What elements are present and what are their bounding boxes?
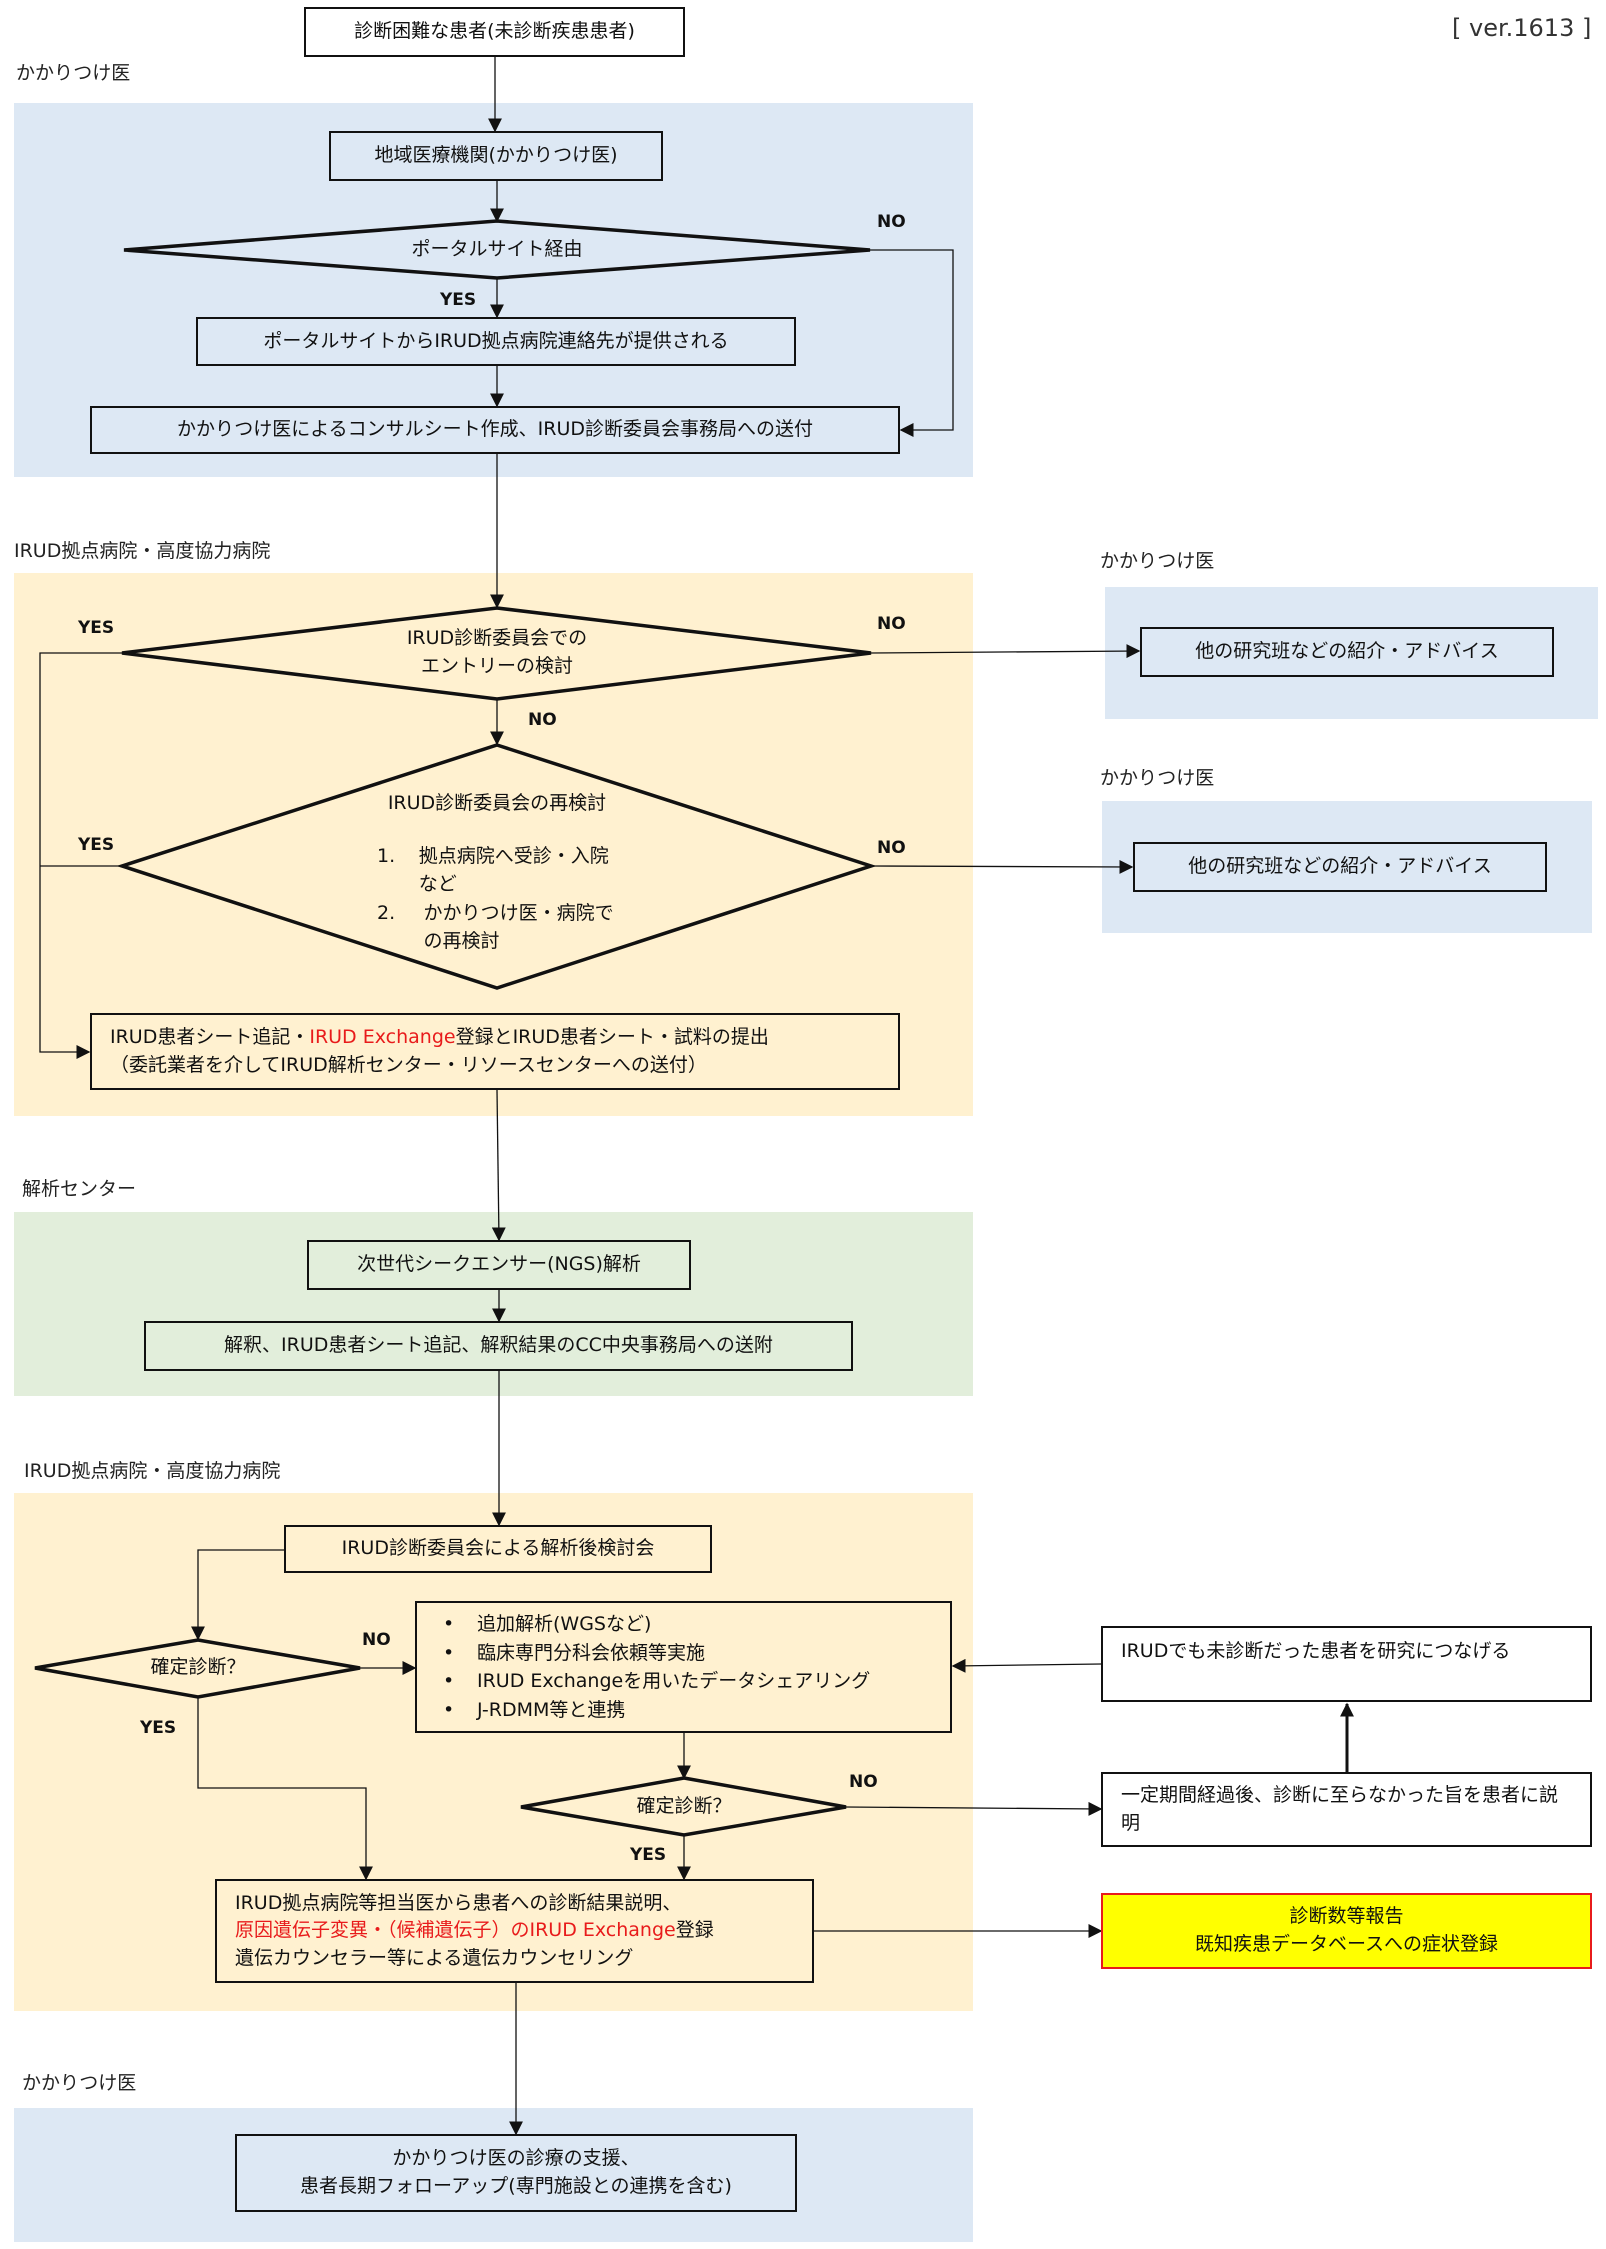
submit-line2: （委託業者を介してIRUD解析センター・リソースセンターへの送付） <box>110 1053 707 1076</box>
interpretation-box: 解釈、IRUD患者シート追記、解釈結果のCC中央事務局への送附 <box>144 1321 853 1371</box>
result-line1: IRUD拠点病院等担当医から患者への診断結果説明、 <box>235 1891 682 1914</box>
arrow-recheck-no-referral <box>870 859 1134 874</box>
arrow-research-to-additional <box>951 1658 1102 1673</box>
start-text: 診断困難な患者(未診断疾患患者) <box>354 20 635 43</box>
decision-recheck <box>116 743 877 990</box>
portal-provides-text: ポータルサイトからIRUD拠点病院連絡先が提供される <box>263 329 729 352</box>
decision-diagnosis-2 <box>520 1776 847 1837</box>
additional-actions-list: 追加解析(WGSなど) 臨床専門分科会依頼等実施 IRUD Exchangeを用… <box>435 1610 870 1724</box>
additional-actions-box: 追加解析(WGSなど) 臨床専門分科会依頼等実施 IRUD Exchangeを用… <box>415 1601 952 1733</box>
lane-label-irud-hospital-1: IRUD拠点病院・高度協力病院 <box>14 540 271 562</box>
version-label: [ ver.1613 ] <box>1452 14 1592 42</box>
portal-decision-label: ポータルサイト経由 <box>411 238 583 261</box>
entry-no-down-label: NO <box>528 710 557 730</box>
arrow-diag1-yes <box>197 1697 373 1881</box>
lane-label-kakaritsuke-top: かかりつけ医 <box>16 62 131 84</box>
result-line2: 原因遺伝子変異・（候補遺伝子）のIRUD Exchange登録 <box>235 1919 714 1942</box>
arrow-entry-yes <box>39 652 122 1059</box>
gene-registration-highlight: 原因遺伝子変異・（候補遺伝子）のIRUD Exchange <box>235 1919 676 1942</box>
arrow-review-to-diag1 <box>191 1549 284 1641</box>
start-box: 診断困難な患者(未診断疾患患者) <box>304 7 685 57</box>
diagnosis-1-no-label: NO <box>362 1630 391 1650</box>
submit-line1: IRUD患者シート追記・IRUD Exchange登録とIRUD患者シート・試料… <box>110 1025 769 1048</box>
recheck-item: 2. かかりつけ医・病院での再検討 <box>377 901 614 953</box>
decision-portal <box>123 219 871 280</box>
portal-no-label: NO <box>877 212 906 232</box>
diagnosis-result-box: IRUD拠点病院等担当医から患者への診断結果説明、 原因遺伝子変異・（候補遺伝子… <box>215 1879 814 1983</box>
additional-action-item: J-RDMM等と連携 <box>435 1696 870 1725</box>
recheck-no-label: NO <box>877 838 906 858</box>
report-box: 診断数等報告 既知疾患データベースへの症状登録 <box>1101 1893 1592 1969</box>
referral-box-2: 他の研究班などの紹介・アドバイス <box>1133 842 1547 892</box>
decision-entry <box>121 606 872 701</box>
entry-yes-label: YES <box>78 618 115 638</box>
diagnosis-1-yes-label: YES <box>140 1718 177 1738</box>
recheck-yes-label: YES <box>78 835 115 855</box>
ngs-box: 次世代シークエンサー(NGS)解析 <box>307 1240 691 1290</box>
arrow-portal-no <box>870 249 954 437</box>
diagnosis-1-label: 確定診断？ <box>150 1656 246 1679</box>
no-diagnosis-explain-box: 一定期間経過後、診断に至らなかった旨を患者に説明 <box>1101 1772 1592 1847</box>
submit-box: IRUD患者シート追記・IRUD Exchange登録とIRUD患者シート・試料… <box>90 1013 900 1090</box>
research-link-box: IRUDでも未診断だった患者を研究につなげる <box>1101 1626 1592 1702</box>
arrow-submit-to-ngs <box>491 1089 506 1242</box>
result-line3: 遺伝カウンセラー等による遺伝カウンセリング <box>235 1946 634 1969</box>
diagnosis-2-yes-label: YES <box>630 1845 667 1865</box>
lane-label-referral-2: かかりつけ医 <box>1100 767 1215 789</box>
lane-label-referral-1: かかりつけ医 <box>1100 550 1215 572</box>
decision-diagnosis-1 <box>34 1638 361 1699</box>
referral-box-1: 他の研究班などの紹介・アドバイス <box>1140 627 1554 677</box>
arrow-entry-no-referral <box>870 644 1141 659</box>
recheck-item: 1. 拠点病院へ受診・入院など <box>377 844 609 896</box>
portal-provides-box: ポータルサイトからIRUD拠点病院連絡先が提供される <box>196 317 796 366</box>
diagnosis-2-label: 確定診断？ <box>636 1795 732 1818</box>
entry-decision-label: IRUD診断委員会での エントリーの検討 <box>406 627 588 677</box>
lane-label-kakaritsuke-bottom: かかりつけ医 <box>22 2072 137 2094</box>
local-clinic-box: 地域医療機関(かかりつけ医) <box>329 131 663 181</box>
diagnosis-2-no-label: NO <box>849 1772 878 1792</box>
consult-sheet-box: かかりつけ医によるコンサルシート作成、IRUD診断委員会事務局への送付 <box>90 406 900 454</box>
portal-yes-label: YES <box>440 290 477 310</box>
lane-label-irud-hospital-2: IRUD拠点病院・高度協力病院 <box>24 1460 281 1482</box>
recheck-list: 1. 拠点病院へ受診・入院など 2. かかりつけ医・病院での再検討 <box>377 842 617 956</box>
irud-exchange-highlight: IRUD Exchange <box>309 1025 456 1048</box>
additional-action-item: 追加解析(WGSなど) <box>435 1610 870 1639</box>
local-clinic-text: 地域医療機関(かかりつけ医) <box>374 144 618 167</box>
consult-sheet-text: かかりつけ医によるコンサルシート作成、IRUD診断委員会事務局への送付 <box>177 418 813 441</box>
followup-box: かかりつけ医の診療の支援、 患者長期フォローアップ(専門施設との連携を含む) <box>235 2134 797 2212</box>
additional-action-item: 臨床専門分科会依頼等実施 <box>435 1639 870 1668</box>
recheck-decision-label: IRUD診断委員会の再検討 1. 拠点病院へ受診・入院など 2. かかりつけ医・… <box>300 790 694 952</box>
arrow-diag2-no <box>845 1801 1103 1816</box>
additional-action-item: IRUD Exchangeを用いたデータシェアリング <box>435 1667 870 1696</box>
entry-no-right-label: NO <box>877 614 906 634</box>
lane-label-analysis-center: 解析センター <box>22 1178 137 1200</box>
post-review-box: IRUD診断委員会による解析後検討会 <box>284 1525 712 1573</box>
